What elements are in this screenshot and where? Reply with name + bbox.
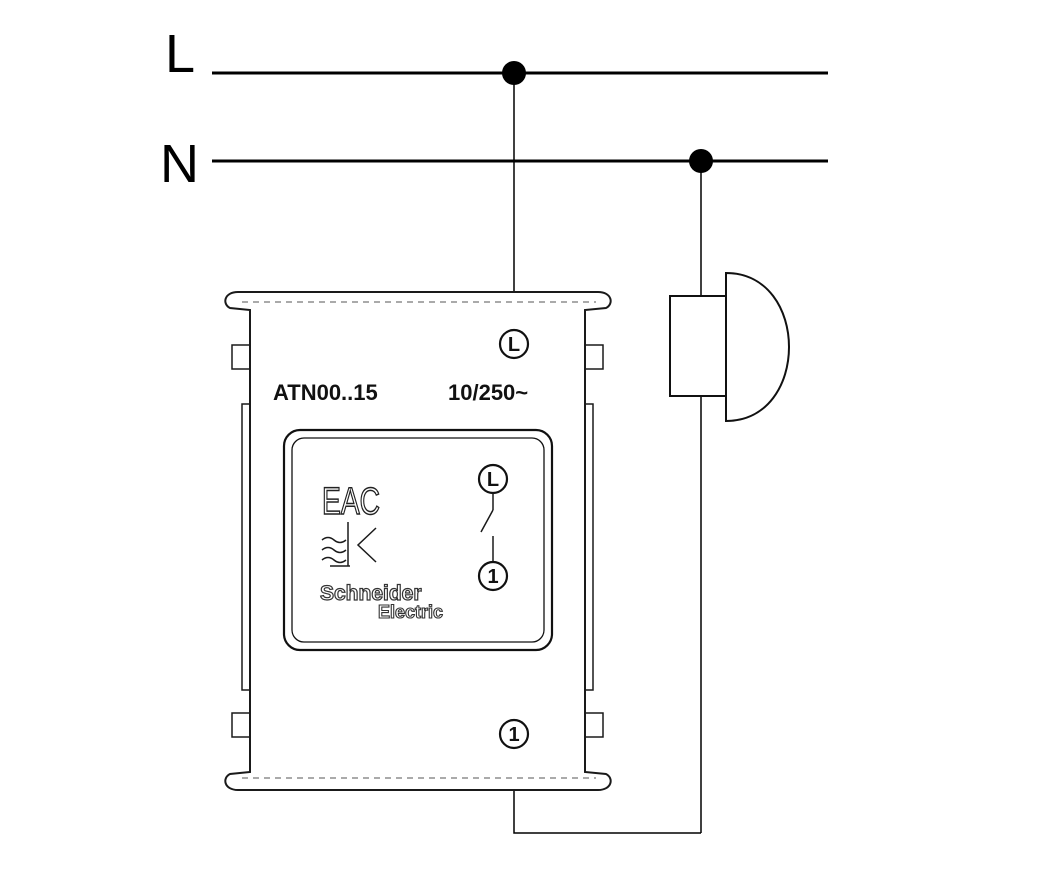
- brand-name: Schneider: [320, 582, 422, 605]
- terminal-l-icon: L: [498, 328, 530, 360]
- terminal-1-icon: 1: [498, 718, 530, 750]
- live-line-label: L: [165, 24, 195, 84]
- device-rating: 10/250~: [448, 380, 528, 405]
- brand-sub-name: Electric: [378, 602, 443, 622]
- neutral-line-label: N: [160, 134, 199, 194]
- terminal-top-label: L: [508, 334, 520, 356]
- terminal-bottom-label: 1: [508, 724, 519, 746]
- device-to-bell-wire: [513, 790, 701, 834]
- bell-icon: [669, 271, 790, 423]
- switch-schematic: L 1: [477, 463, 509, 592]
- schematic-top-label: L: [487, 469, 499, 491]
- protection-symbol-icon: [321, 522, 377, 567]
- schematic-bottom-label: 1: [487, 566, 498, 588]
- device-model: ATN00..15: [273, 380, 378, 405]
- eac-certification-mark: EAC: [322, 481, 380, 523]
